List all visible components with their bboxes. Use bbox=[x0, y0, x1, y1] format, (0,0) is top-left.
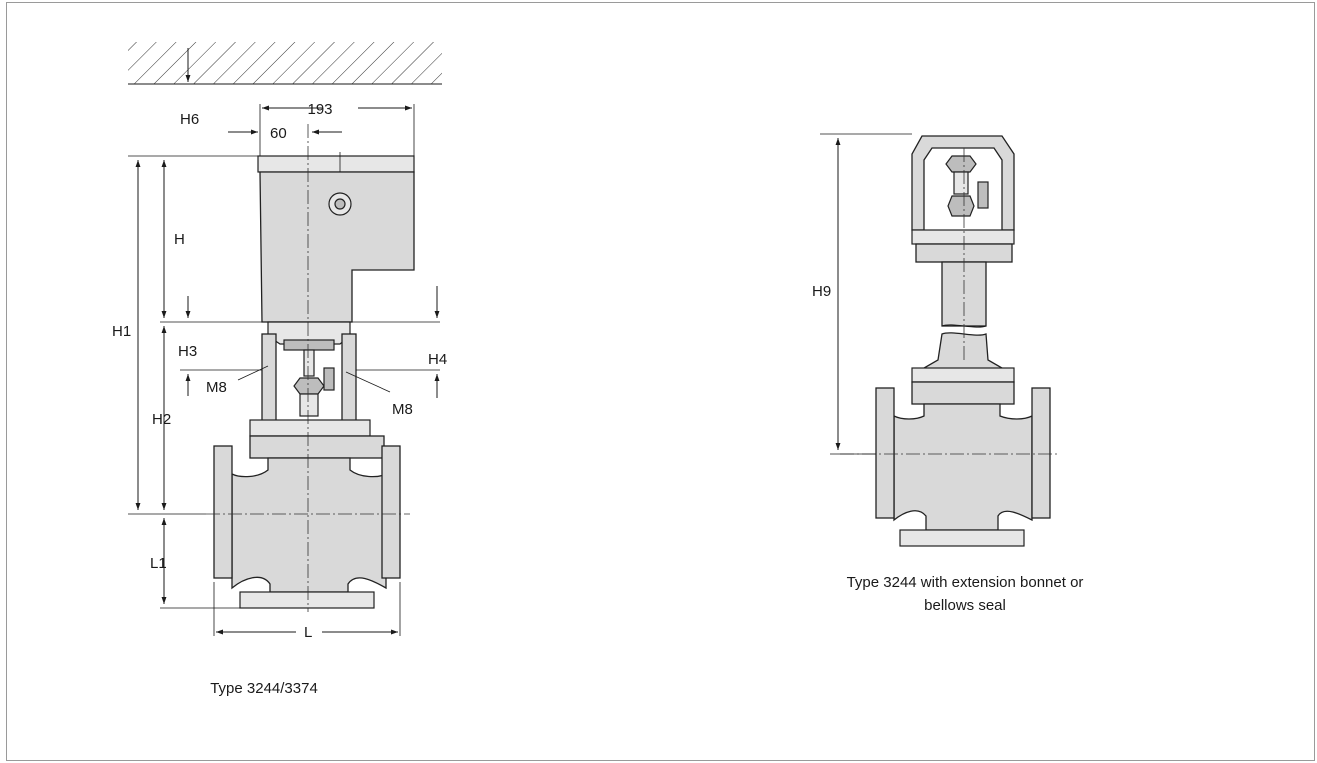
yoke-left-leg bbox=[261, 333, 277, 425]
left-flange bbox=[213, 445, 233, 579]
stem-nut bbox=[293, 377, 325, 395]
stem bbox=[303, 349, 315, 377]
stem-lower bbox=[299, 393, 319, 417]
caption-right-line1: Type 3244 with extension bonnet or bbox=[847, 574, 1084, 591]
dim-60-label: 60 bbox=[270, 125, 287, 142]
stroke-indicator bbox=[977, 181, 989, 209]
actuator-cover bbox=[257, 155, 415, 173]
left-flange-right bbox=[875, 387, 895, 519]
thread-m8-left-label: M8 bbox=[206, 379, 227, 396]
dim-h9-label: H9 bbox=[812, 283, 831, 300]
dim-h2-label: H2 bbox=[152, 411, 171, 428]
coupling-nut bbox=[945, 155, 977, 173]
valve-body-right bbox=[893, 403, 1033, 531]
bonnet-flange-upper bbox=[249, 419, 371, 437]
dim-h6-label: H6 bbox=[180, 111, 199, 128]
dim-l1-label: L1 bbox=[150, 555, 167, 572]
caption-left: Type 3244/3374 bbox=[210, 680, 318, 697]
dim-l-label: L bbox=[304, 624, 312, 641]
dim-h1-label: H1 bbox=[112, 323, 131, 340]
caption-right-line2: bellows seal bbox=[924, 597, 1006, 614]
valve-body bbox=[231, 457, 387, 593]
drawing-frame bbox=[6, 2, 1315, 761]
bottom-flange-right bbox=[899, 529, 1025, 547]
bonnet-flange bbox=[911, 381, 1015, 405]
valve-left-drawing: 193 60 H6 H H1 H3 H4 M8 M8 H2 L1 L Type … bbox=[112, 42, 447, 697]
stem-connector bbox=[283, 339, 335, 351]
thread-m8-right-label: M8 bbox=[392, 401, 413, 418]
dim-193-label: 193 bbox=[307, 101, 332, 118]
position-indicator bbox=[323, 367, 335, 391]
yoke-right-leg bbox=[341, 333, 357, 425]
dim-h-label: H bbox=[174, 231, 185, 248]
dim-h3-label: H3 bbox=[178, 343, 197, 360]
right-flange-right bbox=[1031, 387, 1051, 519]
ceiling-hatch bbox=[128, 42, 442, 84]
bonnet-flange-lower bbox=[249, 435, 385, 459]
right-flange bbox=[381, 445, 401, 579]
valve-right-drawing: H9 Type 3244 with extension bonnet or be… bbox=[812, 133, 1084, 614]
dim-h4-label: H4 bbox=[428, 351, 447, 368]
bottom-flange bbox=[239, 591, 375, 609]
yoke-flange bbox=[911, 229, 1015, 245]
